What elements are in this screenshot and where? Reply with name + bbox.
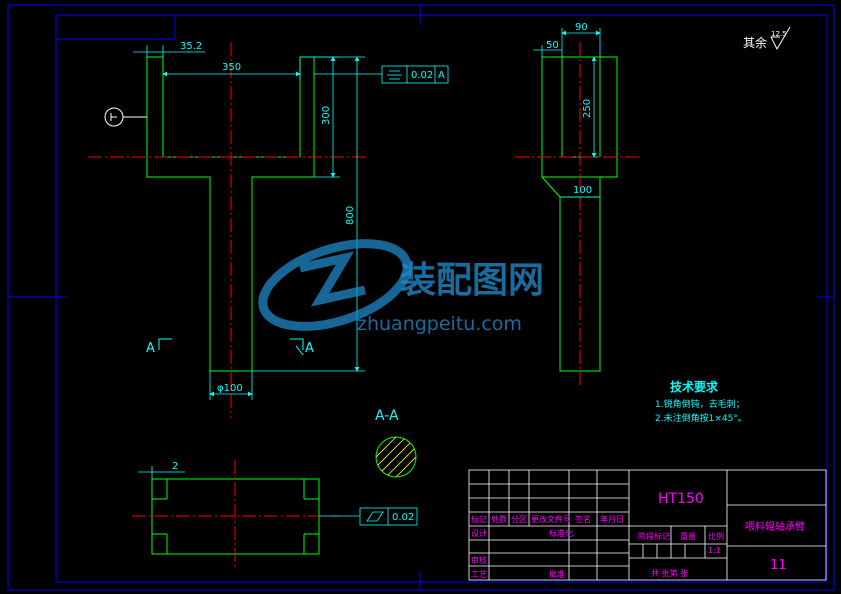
flatness-value: 0.02 (411, 70, 433, 81)
tb-row-approve: 批准 (549, 569, 565, 579)
tb-row-review: 审核 (471, 555, 487, 565)
dim-50: 50 (546, 40, 559, 51)
title-block-grid (468, 469, 827, 581)
tb-hdr-mark: 标记 (471, 514, 487, 524)
section-label-right: A (305, 341, 314, 356)
section-mark-lines (158, 338, 304, 356)
dim-2: 2 (172, 461, 178, 472)
tech-title: 技术要求 (670, 379, 719, 394)
tb-hdr-count: 处数 (491, 514, 507, 524)
tb-scale-value: 1:1 (708, 546, 721, 555)
side-view-centerlines (515, 42, 642, 385)
center-marks (8, 5, 834, 590)
tb-row-design: 设计 (471, 528, 487, 538)
watermark-logo (258, 239, 412, 331)
side-dimensions (533, 28, 601, 198)
parallelism-value: 0.02 (392, 512, 414, 523)
corner-code-box (55, 14, 176, 40)
tech-item-2: 2.未注倒角按1×45°。 (655, 412, 747, 424)
roughness-value: 12.5 (771, 30, 787, 38)
section-label-left: A (146, 341, 155, 356)
dim-90: 90 (575, 22, 588, 33)
dim-350: 350 (222, 62, 241, 73)
tb-stage-mark: 阶段标记 (638, 531, 670, 541)
dim-phi100: φ100 (217, 383, 243, 394)
dim-100: 100 (573, 185, 592, 196)
section-title: A-A (375, 408, 399, 424)
front-dimensions (133, 45, 382, 400)
datum-symbol (104, 107, 147, 127)
front-view-centerlines (88, 42, 366, 418)
tb-sheets: 共 张第 张 (651, 568, 688, 578)
dim-250: 250 (582, 99, 593, 118)
section-circle (375, 436, 417, 478)
tb-hdr-date: 年月日 (600, 514, 624, 524)
tech-item-1: 1.锐角倒钝，去毛刺； (655, 398, 745, 410)
dim-35-2: 35.2 (180, 41, 202, 52)
tb-material: HT150 (658, 491, 704, 507)
tb-row-standard: 标准化 (549, 528, 573, 538)
tb-weight: 重量 (680, 531, 696, 541)
bottom-view-centerlines (132, 460, 340, 570)
tb-row-process: 工艺 (471, 570, 487, 579)
tb-drawing-no: 11 (770, 558, 787, 573)
tb-hdr-sign: 签名 (575, 514, 591, 524)
inner-frame (55, 14, 828, 583)
roughness-symbol (770, 26, 791, 51)
dim-300: 300 (321, 106, 332, 125)
tb-hdr-zone: 分区 (511, 515, 527, 524)
watermark-cn: 装配图网 (400, 260, 544, 301)
dim-800: 800 (345, 206, 356, 225)
flatness-tolerance-frame (381, 65, 449, 84)
tb-part-name: 喂料辊轴承臂 (745, 520, 805, 533)
watermark-url: zhuangpeitu.com (357, 313, 522, 335)
bottom-dimensions (138, 466, 418, 526)
flatness-datum: A (438, 70, 445, 81)
tb-hdr-change-doc: 更改文件号 (531, 514, 571, 524)
roughness-prefix: 其余 (743, 35, 767, 50)
tb-scale: 比例 (708, 531, 724, 541)
